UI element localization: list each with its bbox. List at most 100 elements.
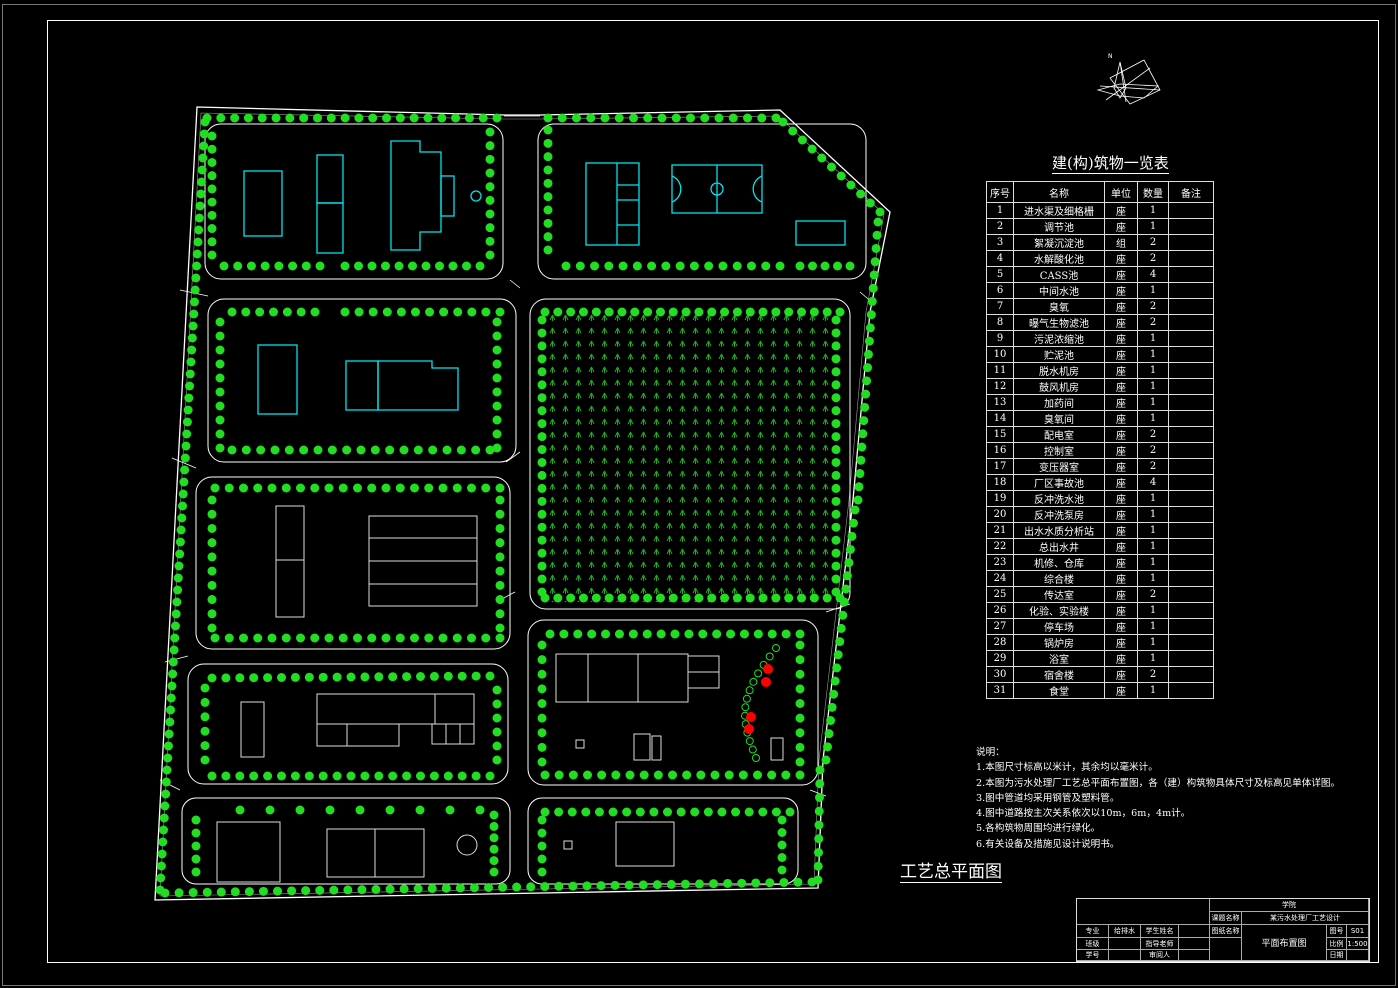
table-cell: 8: [986, 314, 1014, 331]
tree-icon: [717, 807, 727, 817]
tree-icon: [649, 807, 659, 817]
tree-icon: [537, 432, 547, 442]
tree-icon: [797, 307, 807, 317]
tree-icon: [188, 321, 198, 331]
tree-icon: [325, 805, 335, 815]
tree-icon: [187, 333, 197, 343]
tree-icon: [190, 285, 200, 295]
table-cell: 27: [986, 618, 1014, 635]
tree-icon: [815, 793, 824, 802]
tree-icon: [180, 465, 190, 475]
tree-icon: [489, 856, 499, 866]
tree-icon: [299, 445, 309, 455]
block-d: [529, 298, 851, 610]
tb-major-label: 专业: [1077, 925, 1109, 938]
tree-icon: [492, 685, 502, 695]
tree-icon: [865, 198, 875, 208]
block-e: [195, 476, 511, 650]
tree-icon: [746, 261, 756, 271]
table-cell: 2: [1137, 298, 1169, 315]
tree-icon: [788, 126, 798, 136]
tree-icon: [230, 113, 240, 123]
tree-icon: [537, 587, 547, 597]
tree-icon: [737, 878, 747, 888]
tree-icon: [342, 445, 352, 455]
table-header-cell: 单位: [1104, 181, 1138, 203]
tree-icon: [836, 623, 846, 633]
tree-icon: [492, 429, 502, 439]
tree-icon: [481, 483, 491, 493]
tree-icon: [385, 805, 395, 815]
table-cell: [1168, 314, 1214, 331]
tree-icon: [581, 807, 591, 817]
tree-icon: [537, 354, 547, 364]
tree-icon: [537, 669, 547, 679]
tree-icon: [543, 232, 553, 242]
building: [243, 170, 283, 237]
table-cell: 1: [1137, 490, 1169, 507]
tree-icon: [310, 307, 320, 317]
tree-icon: [537, 315, 547, 325]
tree-icon: [413, 445, 423, 455]
tree-icon: [537, 406, 547, 416]
tree-icon: [484, 883, 493, 892]
tree-icon: [869, 270, 879, 280]
tree-icon: [710, 770, 720, 780]
table-cell: 贮泥池: [1013, 346, 1105, 363]
tree-icon: [227, 445, 237, 455]
tree-icon: [635, 807, 645, 817]
tree-icon: [761, 261, 771, 271]
tree-icon: [537, 483, 547, 493]
tree-icon: [485, 250, 495, 260]
tree-icon: [409, 113, 419, 123]
tree-icon: [324, 483, 334, 493]
block-g: [187, 663, 509, 785]
tree-icon: [207, 509, 217, 519]
tree-icon: [498, 882, 508, 892]
tb-sheet-label: 图号: [1327, 925, 1347, 938]
tree-icon: [360, 771, 370, 781]
tree-icon: [467, 307, 477, 317]
tree-icon: [537, 328, 547, 338]
tree-icon: [777, 865, 787, 875]
table-cell: 9: [986, 330, 1014, 347]
table-cell: 3: [986, 234, 1014, 251]
drawing-title: 工艺总平面图: [900, 862, 1002, 883]
tree-icon: [257, 113, 267, 123]
tree-icon: [537, 393, 547, 403]
table-cell: 1: [1137, 570, 1169, 587]
tree-icon: [258, 886, 268, 896]
tree-icon: [795, 728, 805, 738]
tree-icon: [396, 307, 406, 317]
tree-icon: [492, 713, 502, 723]
tree-icon: [164, 729, 174, 739]
tree-icon: [200, 683, 210, 693]
tree-icon: [614, 629, 624, 639]
tree-icon: [160, 888, 170, 898]
table-cell: 座: [1104, 410, 1138, 427]
table-cell: 1: [1137, 202, 1169, 219]
table-cell: 座: [1104, 538, 1138, 555]
table-cell: [1168, 234, 1214, 251]
note-line: 3.图中管道均采用钢管及塑料管。: [976, 792, 1120, 804]
tree-icon: [831, 380, 841, 390]
tree-icon: [381, 483, 391, 493]
tree-icon: [346, 672, 356, 682]
table-cell: 座: [1104, 618, 1138, 635]
tree-icon: [210, 483, 220, 493]
tree-icon: [732, 593, 742, 603]
tree-icon: [156, 861, 166, 871]
tree-icon: [848, 518, 858, 528]
tree-icon: [188, 888, 198, 898]
tree-icon: [207, 210, 217, 220]
tree-icon: [771, 307, 781, 317]
tree-icon: [537, 548, 547, 558]
tree-icon: [492, 359, 502, 369]
tree-icon: [668, 307, 678, 317]
